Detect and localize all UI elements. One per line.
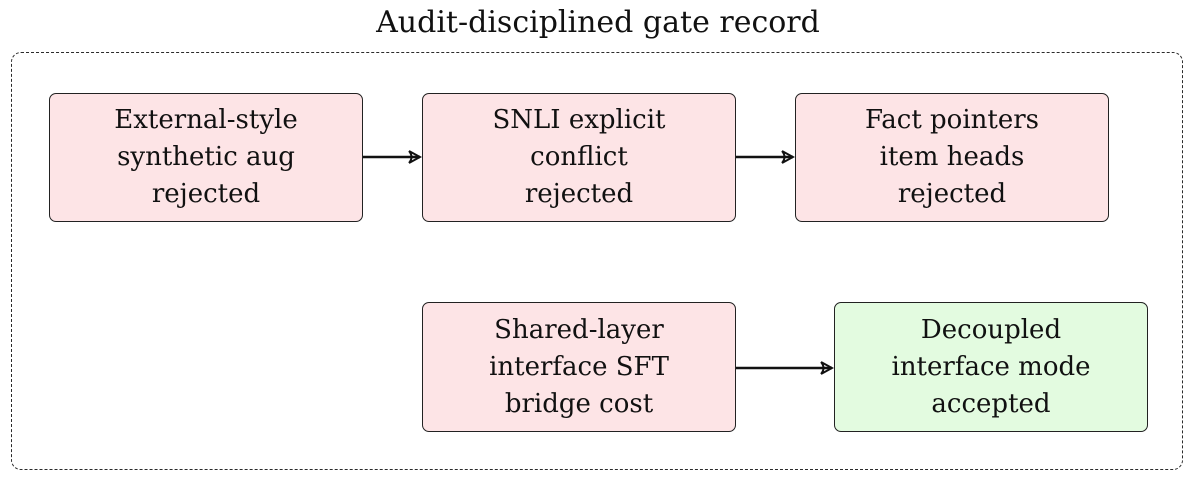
node-shared-layer: Shared-layer interface SFT bridge cost <box>422 302 736 432</box>
node-label: Decoupled interface mode accepted <box>891 314 1091 419</box>
node-label: Shared-layer interface SFT bridge cost <box>489 314 669 419</box>
node-fact-pointers: Fact pointers item heads rejected <box>795 93 1109 222</box>
diagram-title: Audit-disciplined gate record <box>376 5 820 40</box>
node-label: Fact pointers item heads rejected <box>864 105 1039 209</box>
node-snli: SNLI explicit conflict rejected <box>422 93 736 222</box>
node-external-style: External-style synthetic aug rejected <box>49 93 363 222</box>
node-decoupled: Decoupled interface mode accepted <box>834 302 1148 432</box>
node-label: External-style synthetic aug rejected <box>114 105 298 209</box>
dashed-group-frame <box>11 52 1183 470</box>
node-label: SNLI explicit conflict rejected <box>492 105 666 209</box>
